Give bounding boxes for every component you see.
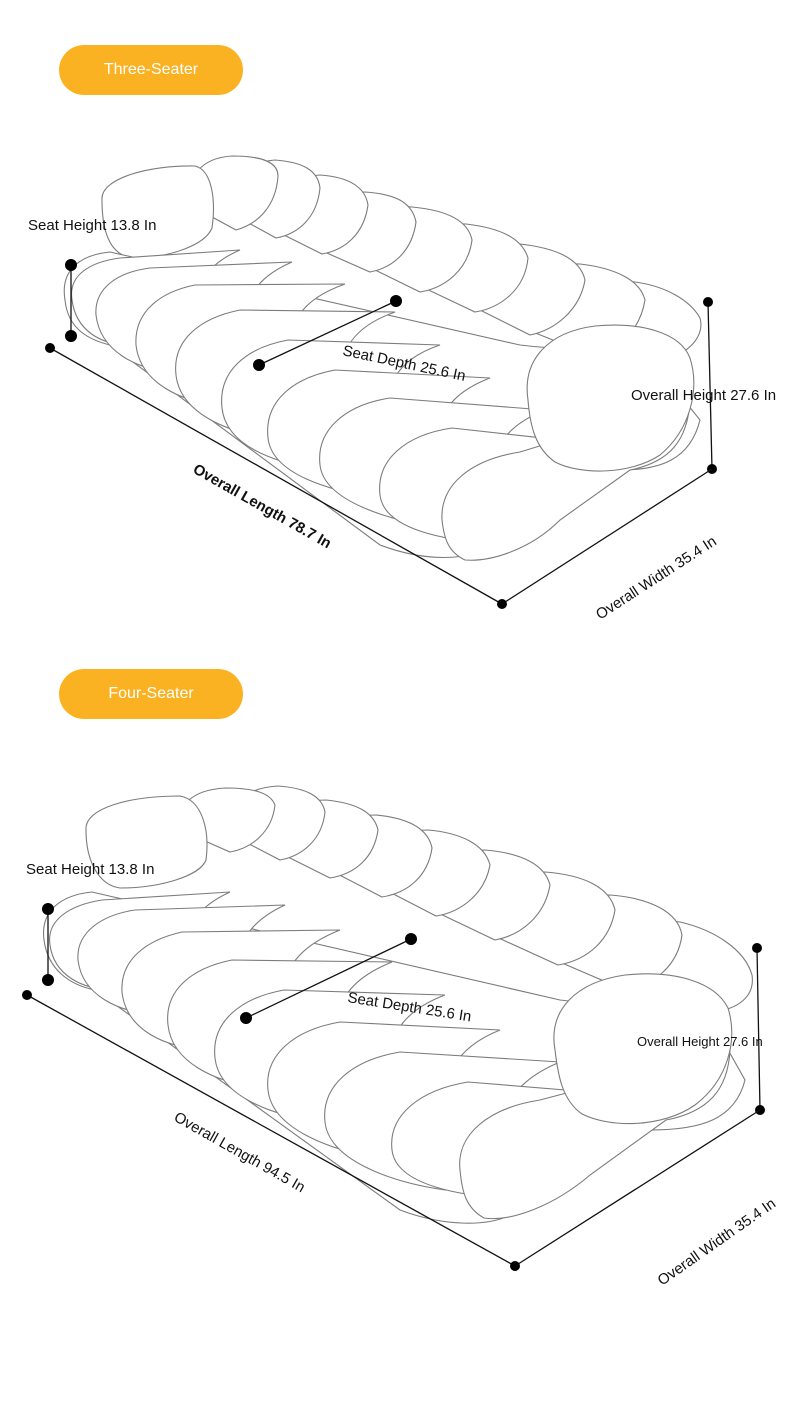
overall-width-label: Overall Width 35.4 In (655, 1195, 779, 1289)
overall-height-top-dot (752, 943, 762, 953)
four-seater-sofa-drawing (43, 785, 753, 1224)
seat-depth-back-dot (405, 933, 417, 945)
overall-height-top-dot (703, 297, 713, 307)
four-seater-diagram: Seat Height 13.8 In Seat Depth 25.6 In O… (22, 785, 779, 1289)
seat-depth-back-dot (390, 295, 402, 307)
overall-width-label: Overall Width 35.4 In (593, 533, 720, 624)
overall-length-start-dot (45, 343, 55, 353)
three-seater-diagram: Seat Height 13.8 In Seat Depth 25.6 In O… (28, 155, 776, 624)
overall-height-label: Overall Height 27.6 In (631, 387, 776, 404)
seat-height-top-dot (65, 259, 77, 271)
seat-depth-front-dot (253, 359, 265, 371)
four-seater-tab[interactable]: Four-Seater (59, 669, 243, 719)
seat-height-bottom-dot (42, 974, 54, 986)
three-seater-sofa-drawing (63, 155, 702, 561)
seat-height-label: Seat Height 13.8 In (26, 861, 154, 878)
seat-depth-front-dot (240, 1012, 252, 1024)
four-seater-label: Four-Seater (108, 685, 194, 702)
seat-height-top-dot (42, 903, 54, 915)
overall-length-start-dot (22, 990, 32, 1000)
overall-length-end-dot (510, 1261, 520, 1271)
seat-height-label: Seat Height 13.8 In (28, 217, 156, 234)
seat-height-bottom-dot (65, 330, 77, 342)
overall-length-end-dot (497, 599, 507, 609)
overall-height-label: Overall Height 27.6 In (637, 1034, 763, 1049)
three-seater-label: Three-Seater (103, 61, 199, 78)
three-seater-tab[interactable]: Three-Seater (59, 45, 243, 95)
